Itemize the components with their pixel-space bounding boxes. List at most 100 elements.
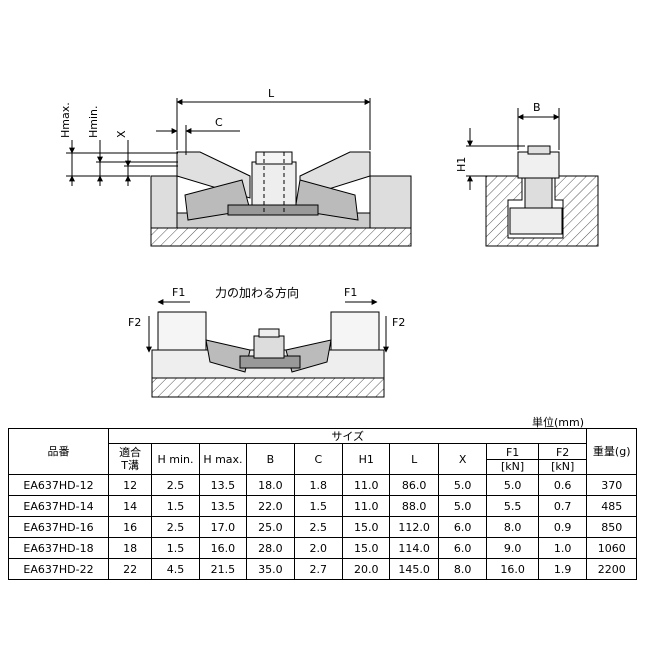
- cell-b: 25.0: [246, 516, 295, 538]
- cell-f2: 1.9: [537, 558, 588, 580]
- header-hmin: H min.: [151, 443, 200, 475]
- cell-c: 2.0: [293, 537, 344, 559]
- cell-b: 35.0: [246, 558, 295, 580]
- header-h1: H1: [342, 443, 391, 475]
- cell-l: 114.0: [389, 537, 439, 559]
- cell-weight: 2200: [586, 558, 637, 580]
- cell-weight: 1060: [586, 537, 637, 559]
- header-weight: 重量(g): [586, 428, 637, 475]
- header-f2-unit: [kN]: [551, 459, 575, 473]
- cell-f2: 0.9: [537, 516, 588, 538]
- cell-hmin: 2.5: [151, 474, 200, 496]
- cell-x: 6.0: [437, 537, 488, 559]
- cell-f2: 0.7: [537, 495, 588, 517]
- unit-label: 単位(mm): [532, 416, 585, 429]
- cell-part-no: EA637HD-14: [8, 495, 109, 517]
- cell-weight: 850: [586, 516, 637, 538]
- cell-f1: 9.0: [486, 537, 539, 559]
- cell-tslot: 18: [107, 537, 153, 559]
- cell-x: 5.0: [437, 474, 488, 496]
- cell-h1: 11.0: [342, 474, 391, 496]
- table-header-row: 品番 サイズ 重量(g): [8, 428, 637, 475]
- cell-weight: 485: [586, 495, 637, 517]
- cell-l: 88.0: [389, 495, 439, 517]
- cell-c: 2.7: [293, 558, 344, 580]
- header-f2: F2[kN]: [537, 443, 588, 475]
- cell-hmax: 13.5: [198, 474, 248, 496]
- cell-tslot: 22: [107, 558, 153, 580]
- cell-part-no: EA637HD-16: [8, 516, 109, 538]
- cell-l: 112.0: [389, 516, 439, 538]
- dim-hmin-label: Hmin.: [87, 105, 100, 138]
- header-hmax: H max.: [198, 443, 248, 475]
- dim-x-label: X: [115, 130, 128, 138]
- dim-hmax-label: Hmax.: [59, 102, 72, 138]
- cell-hmax: 21.5: [198, 558, 248, 580]
- cell-hmax: 13.5: [198, 495, 248, 517]
- cell-x: 8.0: [437, 558, 488, 580]
- cell-hmin: 4.5: [151, 558, 200, 580]
- cell-h1: 15.0: [342, 537, 391, 559]
- cell-tslot: 14: [107, 495, 153, 517]
- cell-x: 6.0: [437, 516, 488, 538]
- cell-b: 28.0: [246, 537, 295, 559]
- dim-l-label: L: [268, 87, 275, 100]
- cell-weight: 370: [586, 474, 637, 496]
- side-view-drawing: [485, 145, 599, 247]
- cell-f1: 5.5: [486, 495, 539, 517]
- front-view-drawing: [150, 151, 412, 247]
- dim-h1-label: H1: [455, 157, 468, 172]
- header-tslot: 適合 T溝: [107, 443, 153, 475]
- cell-part-no: EA637HD-12: [8, 474, 109, 496]
- cell-part-no: EA637HD-22: [8, 558, 109, 580]
- table-subheader-row: 適合 T溝 H min. H max. B C H1 L X F1[kN] F2…: [9, 443, 637, 475]
- cell-hmax: 17.0: [198, 516, 248, 538]
- cell-f1: 16.0: [486, 558, 539, 580]
- cell-x: 5.0: [437, 495, 488, 517]
- cell-l: 145.0: [389, 558, 439, 580]
- f1-right-label: F1: [344, 286, 357, 299]
- cell-part-no: EA637HD-18: [8, 537, 109, 559]
- header-l: L: [389, 443, 439, 475]
- header-f2-label: F2: [538, 446, 587, 460]
- force-direction-title: 力の加わる方向: [215, 286, 300, 300]
- cell-b: 22.0: [246, 495, 295, 517]
- header-b: B: [246, 443, 295, 475]
- cell-l: 86.0: [389, 474, 439, 496]
- cell-hmin: 1.5: [151, 537, 200, 559]
- cell-hmin: 2.5: [151, 516, 200, 538]
- header-f1-label: F1: [487, 446, 538, 460]
- cell-f1: 5.0: [486, 474, 539, 496]
- cell-h1: 11.0: [342, 495, 391, 517]
- dim-c-label: C: [215, 116, 223, 129]
- header-f1: F1[kN]: [486, 443, 539, 475]
- header-c: C: [293, 443, 344, 475]
- cell-f2: 0.6: [537, 474, 588, 496]
- f2-left-label: F2: [128, 316, 141, 329]
- force-view-drawing: [151, 311, 385, 398]
- header-f1-unit: [kN]: [501, 459, 525, 473]
- f1-left-label: F1: [172, 286, 185, 299]
- cell-f2: 1.0: [537, 537, 588, 559]
- cell-hmax: 16.0: [198, 537, 248, 559]
- cell-h1: 15.0: [342, 516, 391, 538]
- spec-table: 品番 サイズ 重量(g) 適合 T溝 H min. H max. B C H1 …: [8, 428, 637, 580]
- technical-drawings: L C Hmax. Hmin. X B H1: [59, 87, 599, 398]
- cell-tslot: 12: [107, 474, 153, 496]
- f2-right-label: F2: [392, 316, 405, 329]
- header-x: X: [437, 443, 488, 475]
- cell-c: 1.5: [293, 495, 344, 517]
- cell-tslot: 16: [107, 516, 153, 538]
- cell-h1: 20.0: [342, 558, 391, 580]
- cell-hmin: 1.5: [151, 495, 200, 517]
- cell-b: 18.0: [246, 474, 295, 496]
- header-part-no: 品番: [8, 428, 109, 475]
- header-size: サイズ: [107, 428, 588, 444]
- cell-c: 2.5: [293, 516, 344, 538]
- dim-b-label: B: [533, 101, 541, 114]
